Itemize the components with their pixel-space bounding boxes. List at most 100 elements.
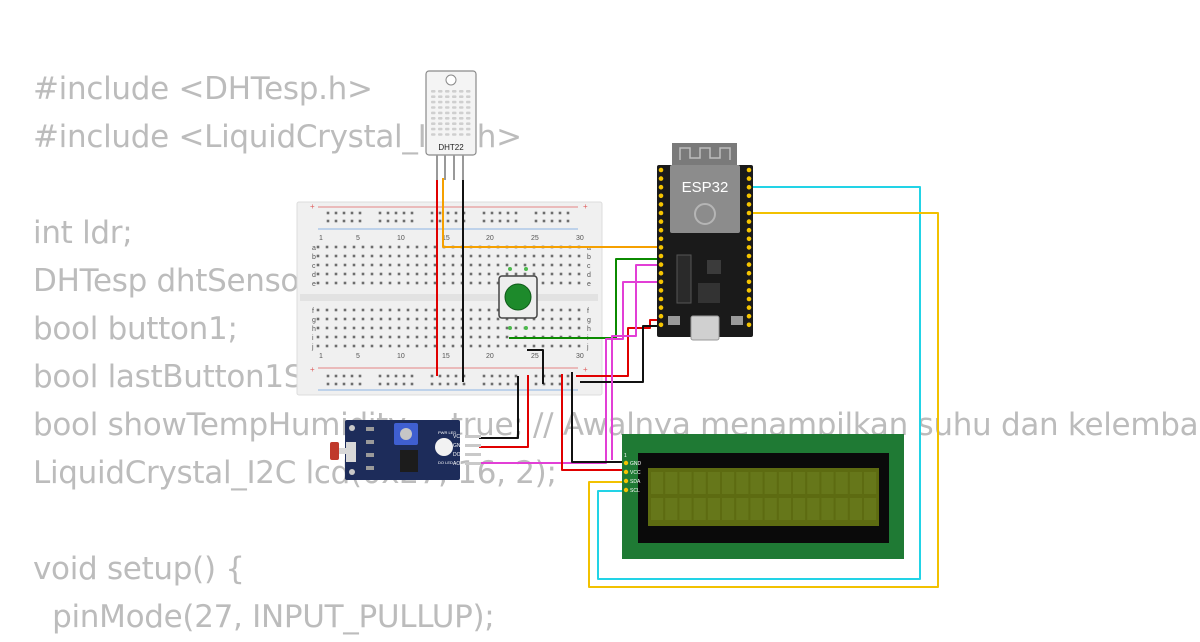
rail-hole[interactable] [490, 382, 494, 386]
breadboard-hole[interactable] [478, 263, 482, 267]
breadboard-hole[interactable] [424, 308, 428, 312]
rail-hole[interactable] [542, 211, 546, 215]
breadboard-hole[interactable] [433, 317, 437, 321]
breadboard-hole[interactable] [451, 344, 455, 348]
breadboard-hole[interactable] [505, 344, 509, 348]
breadboard-hole[interactable] [397, 344, 401, 348]
rail-hole[interactable] [358, 219, 362, 223]
breadboard-hole[interactable] [415, 317, 419, 321]
breadboard-hole[interactable] [415, 335, 419, 339]
breadboard-hole[interactable] [424, 254, 428, 258]
breadboard-hole[interactable] [343, 254, 347, 258]
esp32-pin[interactable] [658, 262, 664, 267]
breadboard-hole[interactable] [550, 263, 554, 267]
wire-black[interactable] [527, 349, 544, 384]
rail-hole[interactable] [506, 219, 510, 223]
breadboard-hole[interactable] [433, 308, 437, 312]
rail-hole[interactable] [334, 374, 338, 378]
breadboard-hole[interactable] [370, 344, 374, 348]
breadboard-hole[interactable] [406, 317, 410, 321]
rail-hole[interactable] [482, 374, 486, 378]
rail-hole[interactable] [498, 382, 502, 386]
breadboard-hole[interactable] [505, 317, 509, 321]
breadboard-hole[interactable] [487, 263, 491, 267]
breadboard-hole[interactable] [424, 245, 428, 249]
esp32-pin[interactable] [658, 202, 664, 207]
esp32-pin[interactable] [746, 270, 752, 276]
breadboard-hole[interactable] [361, 254, 365, 258]
breadboard-hole[interactable] [433, 272, 437, 276]
breadboard-hole[interactable] [316, 335, 320, 339]
esp32-pin[interactable] [658, 167, 664, 173]
breadboard-hole[interactable] [496, 263, 500, 267]
breadboard-hole[interactable] [514, 326, 518, 330]
breadboard-hole[interactable] [469, 263, 473, 267]
rail-hole[interactable] [358, 374, 362, 378]
rail-hole[interactable] [326, 219, 330, 223]
breadboard-hole[interactable] [577, 308, 581, 312]
breadboard-hole[interactable] [379, 344, 383, 348]
breadboard-hole[interactable] [550, 317, 554, 321]
breadboard-hole[interactable] [514, 272, 518, 276]
breadboard-hole[interactable] [415, 245, 419, 249]
rail-hole[interactable] [430, 219, 434, 223]
breadboard-hole[interactable] [568, 344, 572, 348]
breadboard-hole[interactable] [424, 344, 428, 348]
rail-hole[interactable] [350, 219, 354, 223]
breadboard-hole[interactable] [316, 308, 320, 312]
breadboard-hole[interactable] [514, 344, 518, 348]
breadboard-hole[interactable] [541, 308, 545, 312]
breadboard-hole[interactable] [451, 335, 455, 339]
rail-hole[interactable] [498, 219, 502, 223]
esp32-pin[interactable] [746, 219, 752, 224]
rail-hole[interactable] [402, 211, 406, 215]
rail-hole[interactable] [534, 211, 538, 215]
rail-hole[interactable] [566, 374, 570, 378]
esp32-pin[interactable] [746, 245, 752, 250]
breadboard-hole[interactable] [343, 272, 347, 276]
breadboard-hole[interactable] [388, 263, 392, 267]
breadboard-hole[interactable] [433, 263, 437, 267]
breadboard-hole[interactable] [487, 254, 491, 258]
breadboard-hole[interactable] [424, 272, 428, 276]
rail-hole[interactable] [430, 382, 434, 386]
esp32-pin[interactable] [746, 296, 752, 302]
breadboard-hole[interactable] [352, 254, 356, 258]
esp32-pin[interactable] [746, 167, 752, 173]
breadboard-hole[interactable] [388, 335, 392, 339]
breadboard-hole[interactable] [469, 344, 473, 348]
breadboard-hole[interactable] [487, 317, 491, 321]
breadboard-hole[interactable] [325, 335, 329, 339]
breadboard-hole[interactable] [361, 245, 365, 249]
esp32-pin[interactable] [658, 279, 664, 285]
breadboard-hole[interactable] [568, 308, 572, 312]
breadboard-hole[interactable] [370, 245, 374, 249]
dht22-sensor[interactable]: DHT22 [425, 70, 477, 180]
rail-hole[interactable] [402, 374, 406, 378]
breadboard-hole[interactable] [343, 245, 347, 249]
rail-hole[interactable] [550, 219, 554, 223]
breadboard-hole[interactable] [478, 326, 482, 330]
breadboard-hole[interactable] [451, 326, 455, 330]
esp32-pin[interactable] [658, 227, 664, 233]
breadboard-hole[interactable] [352, 281, 356, 285]
wire-cyan[interactable] [597, 186, 921, 580]
breadboard-hole[interactable] [541, 317, 545, 321]
esp32-pin[interactable] [746, 227, 752, 233]
breadboard-hole[interactable] [334, 308, 338, 312]
breadboard-hole[interactable] [541, 326, 545, 330]
breadboard-hole[interactable] [370, 263, 374, 267]
rail-hole[interactable] [386, 382, 390, 386]
breadboard-hole[interactable] [577, 317, 581, 321]
rail-hole[interactable] [514, 219, 518, 223]
breadboard-hole[interactable] [568, 317, 572, 321]
esp32-pin[interactable] [746, 279, 752, 285]
breadboard-hole[interactable] [352, 335, 356, 339]
breadboard-hole[interactable] [469, 326, 473, 330]
rail-hole[interactable] [378, 211, 382, 215]
rail-hole[interactable] [438, 382, 442, 386]
breadboard-hole[interactable] [550, 272, 554, 276]
breadboard-hole[interactable] [406, 263, 410, 267]
breadboard-hole[interactable] [451, 254, 455, 258]
breadboard-hole[interactable] [361, 335, 365, 339]
